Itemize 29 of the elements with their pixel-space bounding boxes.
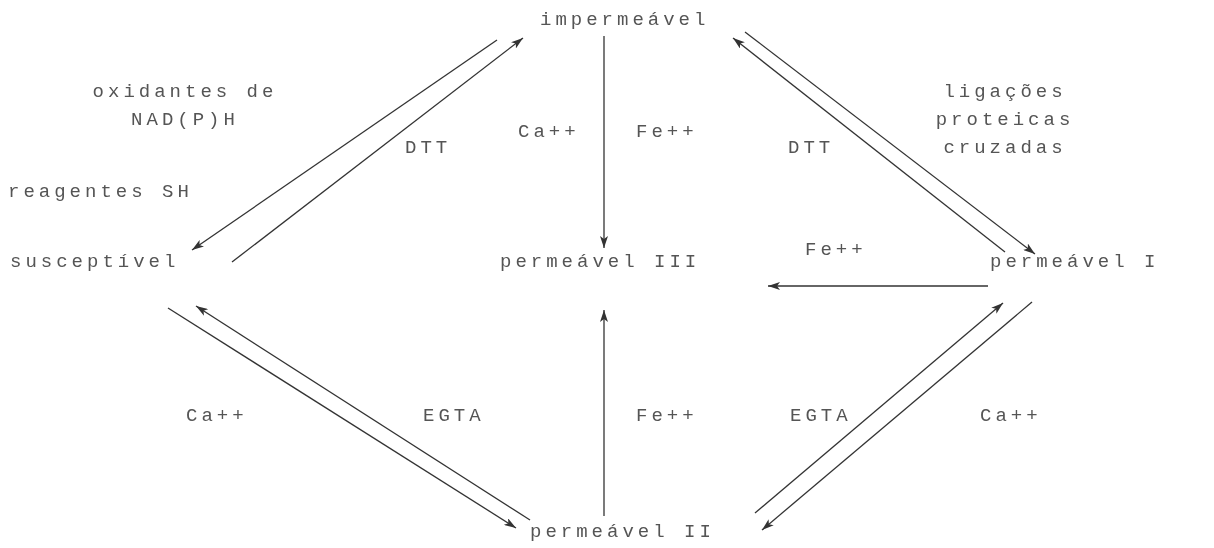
edge-label: ligações proteicas cruzadas — [934, 80, 1076, 161]
arrow — [732, 37, 1006, 253]
edge-label: Ca++ — [980, 404, 1042, 429]
arrow — [600, 35, 608, 249]
state-label: permeável III — [500, 248, 701, 276]
state-label: permeável II — [530, 518, 715, 546]
reagent-label: Fe++ — [636, 120, 698, 145]
arrow — [195, 305, 531, 521]
arrow — [754, 302, 1004, 514]
arrow — [600, 309, 608, 517]
edge-label: DTT — [405, 136, 452, 161]
state-label: impermeável — [540, 6, 710, 34]
arrow — [744, 31, 1036, 255]
arrow — [761, 301, 1033, 531]
arrow — [231, 37, 524, 263]
arrow — [767, 282, 989, 290]
edge-label: Ca++ — [186, 404, 248, 429]
arrow — [191, 39, 498, 251]
arrow — [167, 307, 517, 529]
edge-label: EGTA — [423, 404, 485, 429]
edge-label: DTT — [788, 136, 835, 161]
edge-label: EGTA — [790, 404, 852, 429]
edge-label: Fe++ — [636, 404, 698, 429]
state-label: susceptível — [10, 248, 180, 276]
edge-label: Fe++ — [805, 238, 867, 263]
state-label: permeável I — [990, 248, 1160, 276]
reagent-label: oxidantes de NAD(P)H — [91, 80, 279, 133]
reagent-label: Ca++ — [518, 120, 580, 145]
reagent-label: reagentes SH — [8, 180, 193, 205]
